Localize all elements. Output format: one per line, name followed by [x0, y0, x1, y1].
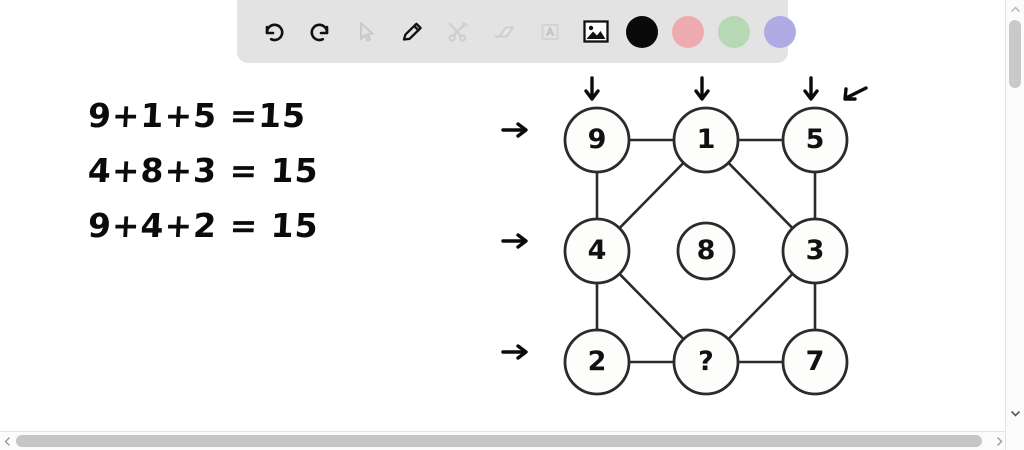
graph-edge [727, 161, 794, 230]
arrow-down-col-2-head [694, 89, 710, 101]
graph-edge [727, 272, 794, 341]
node-label-1: 1 [696, 124, 716, 155]
graph-edge [618, 272, 685, 341]
graph-node-9 [563, 106, 631, 174]
tools-icon[interactable] [436, 10, 480, 54]
annotation-layer [501, 76, 868, 360]
graph-node-8 [676, 221, 736, 281]
arrow-down-col-1-head [584, 89, 600, 101]
image-icon[interactable] [574, 10, 618, 54]
drawing-toolbar [237, 0, 796, 63]
node-label-4: 4 [587, 235, 607, 266]
arrow-diagonal [844, 86, 868, 100]
cursor-icon[interactable] [344, 10, 388, 54]
graph-node-1 [672, 106, 740, 174]
node-label-2: 2 [587, 346, 607, 377]
swatch-green-dot [718, 15, 750, 48]
horizontal-scrollbar[interactable] [0, 431, 1006, 450]
graph-node-3 [781, 217, 849, 285]
arrow-right-row-3-head [516, 344, 528, 360]
text-icon[interactable] [528, 10, 572, 54]
graph-node-7 [781, 328, 849, 396]
swatch-pink[interactable] [666, 10, 710, 54]
swatch-green[interactable] [712, 10, 756, 54]
arrow-down-col-3-head [803, 89, 819, 101]
swatch-black[interactable] [620, 10, 664, 54]
swatch-pink-dot [672, 15, 704, 48]
edge-layer [595, 138, 817, 364]
equation-line: 9+1+5 =15 [86, 96, 308, 135]
swatch-black-dot [626, 15, 658, 48]
scroll-down-arrow-icon[interactable] [1006, 404, 1024, 422]
scroll-left-arrow-icon[interactable] [0, 432, 14, 450]
graph-node-4 [563, 217, 631, 285]
horizontal-scroll-thumb[interactable] [16, 435, 982, 447]
arrow-diagonal-head [843, 87, 857, 101]
equation-line: 9+4+2 = 15 [86, 206, 320, 245]
scrollbar-corner [1006, 432, 1024, 450]
swatch-purple-dot [764, 15, 796, 48]
node-label-7: 7 [805, 346, 825, 377]
scroll-up-arrow-icon[interactable] [1006, 0, 1024, 18]
arrow-right-row-1-head [516, 122, 528, 138]
swatch-purple[interactable] [758, 10, 802, 54]
node-label-3: 3 [805, 235, 825, 266]
arrow-right-row-2-head [516, 233, 528, 249]
drawing-canvas[interactable]: 9+1+5 =15 4+8+3 = 15 9+4+2 = 15 9 1 5 4 8 3 2?… [0, 0, 1006, 424]
equation-line: 4+8+3 = 15 [86, 151, 320, 190]
node-label-unknown: ? [698, 346, 714, 377]
graph-node-2 [563, 328, 631, 396]
node-label-8: 8 [696, 235, 716, 266]
graph-node-unknown [672, 328, 740, 396]
undo-icon[interactable] [252, 10, 296, 54]
graph-edge [618, 161, 685, 230]
equations-block: 9+1+5 =15 4+8+3 = 15 9+4+2 = 15 [86, 96, 348, 261]
vertical-scroll-thumb[interactable] [1009, 20, 1021, 88]
node-label-5: 5 [805, 124, 825, 155]
pencil-icon[interactable] [390, 10, 434, 54]
vertical-scrollbar[interactable] [1005, 0, 1024, 450]
eraser-icon[interactable] [482, 10, 526, 54]
scroll-right-arrow-icon[interactable] [992, 432, 1006, 450]
node-label-9: 9 [587, 124, 607, 155]
node-layer [563, 106, 849, 396]
graph-node-5 [781, 106, 849, 174]
redo-icon[interactable] [298, 10, 342, 54]
